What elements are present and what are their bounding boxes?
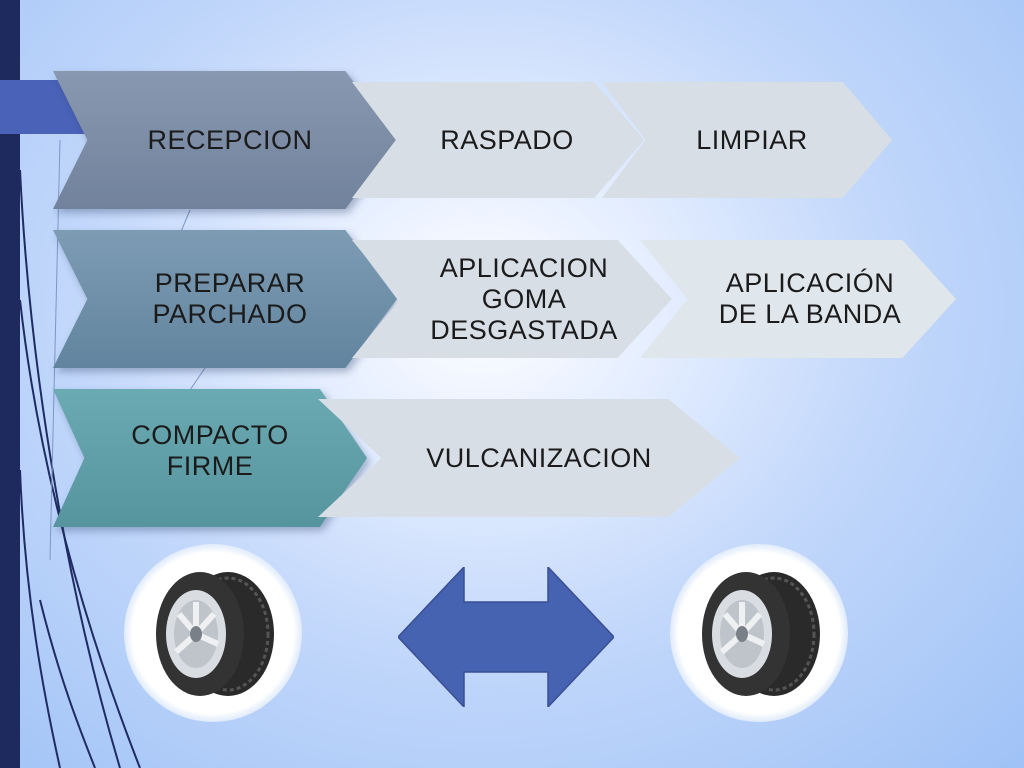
step-limpiar-label: LIMPIAR — [696, 124, 808, 155]
step-aplicacion-goma-label: APLICACION GOMA DESGASTADA — [430, 252, 618, 345]
step-vulcanizacion-label: VULCANIZACION — [426, 442, 652, 473]
step-raspado-label: RASPADO — [440, 124, 574, 155]
step-compacto-label: COMPACTO FIRME — [131, 420, 289, 481]
step-compacto-firme: COMPACTO FIRME — [53, 389, 367, 527]
tire-image-right — [670, 544, 848, 722]
tire-icon — [702, 572, 820, 696]
step-aplicacion-banda: APLICACIÓN DE LA BANDA — [640, 240, 956, 358]
tire-icon — [156, 572, 274, 696]
step-aplicacion-goma: APLICACION GOMA DESGASTADA — [352, 240, 672, 358]
step-vulcanizacion: VULCANIZACION — [318, 399, 740, 517]
double-arrow-icon — [398, 567, 614, 707]
left-sidebar-bar — [0, 0, 20, 768]
tire-image-left — [124, 544, 302, 722]
step-raspado: RASPADO — [352, 82, 644, 198]
decorative-curves — [19, 169, 141, 768]
step-preparar-label: PREPARAR PARCHADO — [152, 268, 308, 329]
step-preparar-parchado: PREPARAR PARCHADO — [53, 230, 397, 368]
step-recepcion-label: RECEPCION — [147, 124, 313, 155]
step-limpiar: LIMPIAR — [602, 82, 892, 198]
step-aplicacion-banda-label: APLICACIÓN DE LA BANDA — [718, 268, 902, 329]
step-recepcion: RECEPCION — [53, 71, 397, 209]
